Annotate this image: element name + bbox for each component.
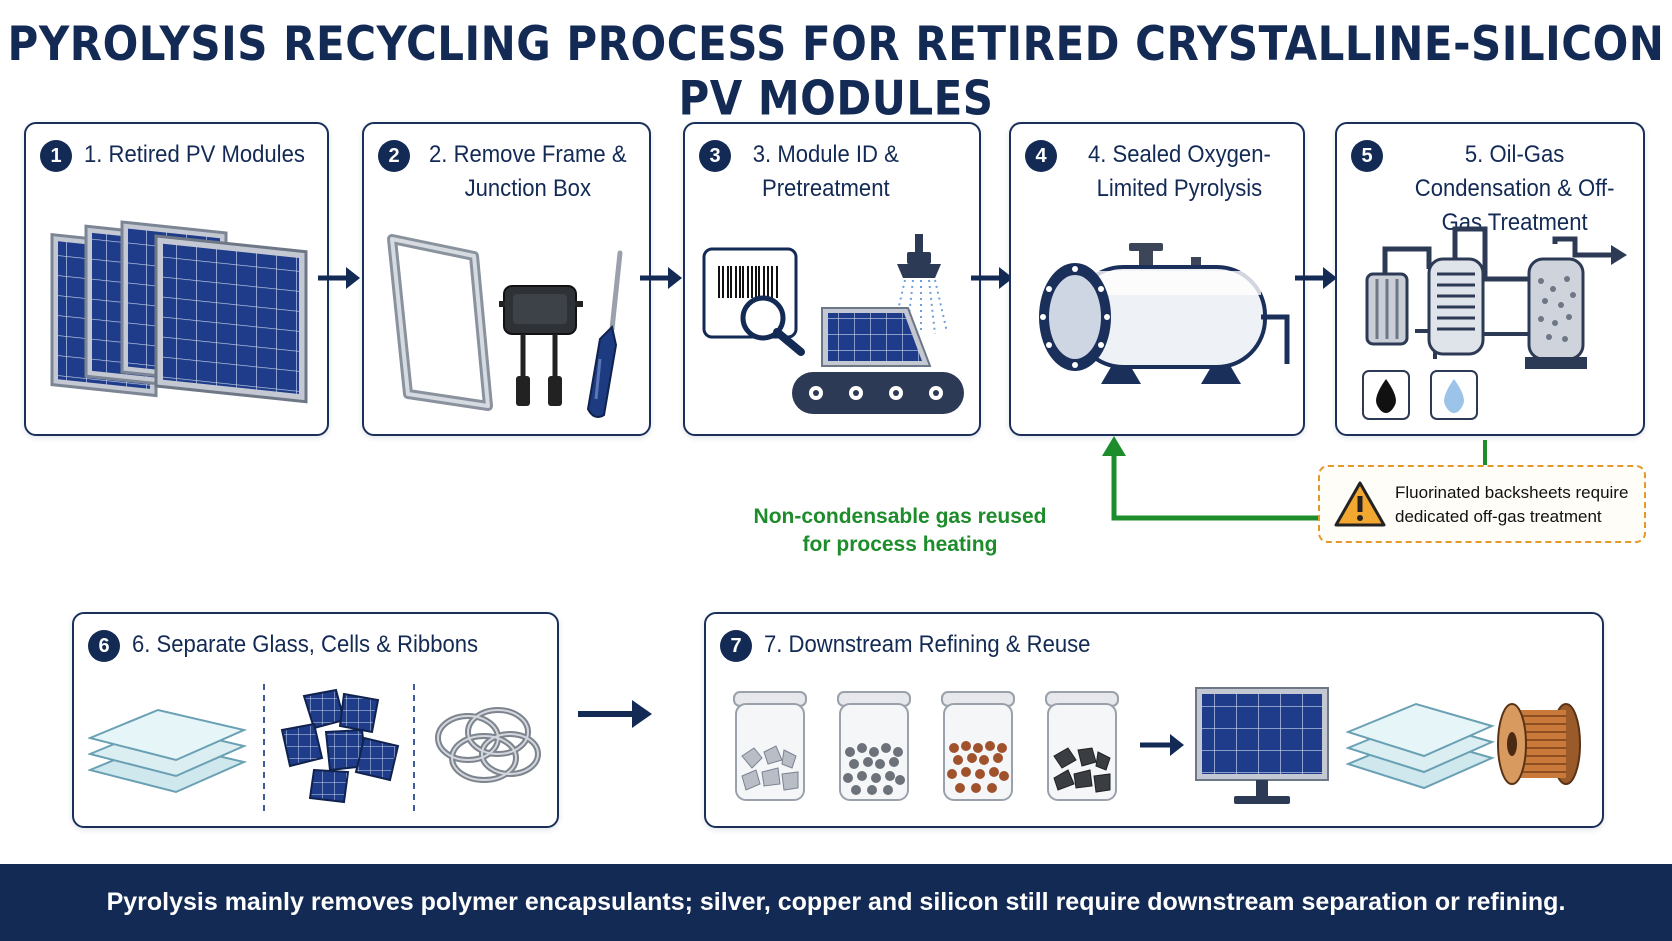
page-title: PYROLYSIS RECYCLING PROCESS FOR RETIRED … [7,16,1665,126]
step-4-badge: 4 [1025,140,1057,172]
copper-spool-icon [1497,703,1581,785]
arrow-6-7 [576,696,656,737]
arrow-to-products [1140,734,1184,756]
step-2-badge: 2 [378,140,410,172]
step-4-card: 4 4. Sealed Oxygen-Limited Pyrolysis [1009,122,1305,436]
step-2-card: 2 2. Remove Frame & Junction Box [362,122,651,436]
step-3-card: 3 3. Module ID & Pretreatment [683,122,981,436]
arrow-1-2 [316,264,362,297]
glass-sheet-icon [1346,702,1495,790]
step-1-badge: 1 [40,140,72,172]
warning-icon [1334,481,1386,527]
step-6-card: 6 6. Separate Glass, Cells & Ribbons [72,612,559,828]
step-7-card: 7 7. Downstream Refining & Reuse [704,612,1604,828]
step-5-card: 5 5. Oil-Gas Condensation & Off-Gas Trea… [1335,122,1645,436]
solar-cell-icon [280,688,400,804]
junction-box-icon [499,285,583,406]
step-5-badge: 5 [1351,140,1383,172]
step-1-label: 1. Retired PV Modules [84,141,305,168]
warning-box: Fluorinated backsheets require dedicated… [1318,465,1646,543]
material-jar-icon [1045,691,1119,801]
frame-icon [387,234,493,411]
pyrolysis-reactor-icon [1039,243,1290,384]
conveyor-icon [792,307,964,414]
warning-text: Fluorinated backsheets require dedicated… [1395,483,1629,526]
spray-nozzle-icon [892,234,948,335]
step-5-label: 5. Oil-Gas Condensation & Off-Gas Treatm… [1414,141,1615,236]
feedback-note: Non-condensable gas reused for process h… [753,505,1047,556]
arrow-2-3 [638,264,684,297]
step-6-badge: 6 [88,630,120,662]
separator-1 [263,684,265,814]
arrow-4-5 [1293,264,1339,297]
material-jar-icon [941,691,1015,801]
step-7-badge: 7 [720,630,752,662]
solar-panel-icon [1195,687,1329,804]
step-6-label: 6. Separate Glass, Cells & Ribbons [132,631,479,658]
ribbon-coil-icon [435,707,541,783]
material-jar-icon [733,691,807,801]
material-jar-icon [837,691,911,801]
step-4-label: 4. Sealed Oxygen-Limited Pyrolysis [1087,141,1271,202]
screwdriver-icon [586,250,623,418]
footer-banner: Pyrolysis mainly removes polymer encapsu… [0,864,1672,941]
arrow-3-4 [969,264,1015,297]
step-2-label: 2. Remove Frame & Junction Box [429,141,627,202]
step-3-label: 3. Module ID & Pretreatment [752,141,899,202]
step-1-card: 1 1. Retired PV Modules [24,122,329,436]
condenser-icon [1365,226,1627,369]
water-drop-icon [1430,370,1478,420]
solar-panel-icon [50,220,308,404]
step-7-label: 7. Downstream Refining & Reuse [764,631,1091,658]
step-3-badge: 3 [699,140,731,172]
oil-drop-icon [1362,370,1410,420]
barcode-scanner-icon [702,247,805,356]
feedback-loop-arrow [1102,436,1487,521]
separator-2 [413,684,415,814]
glass-sheet-icon [88,708,248,794]
